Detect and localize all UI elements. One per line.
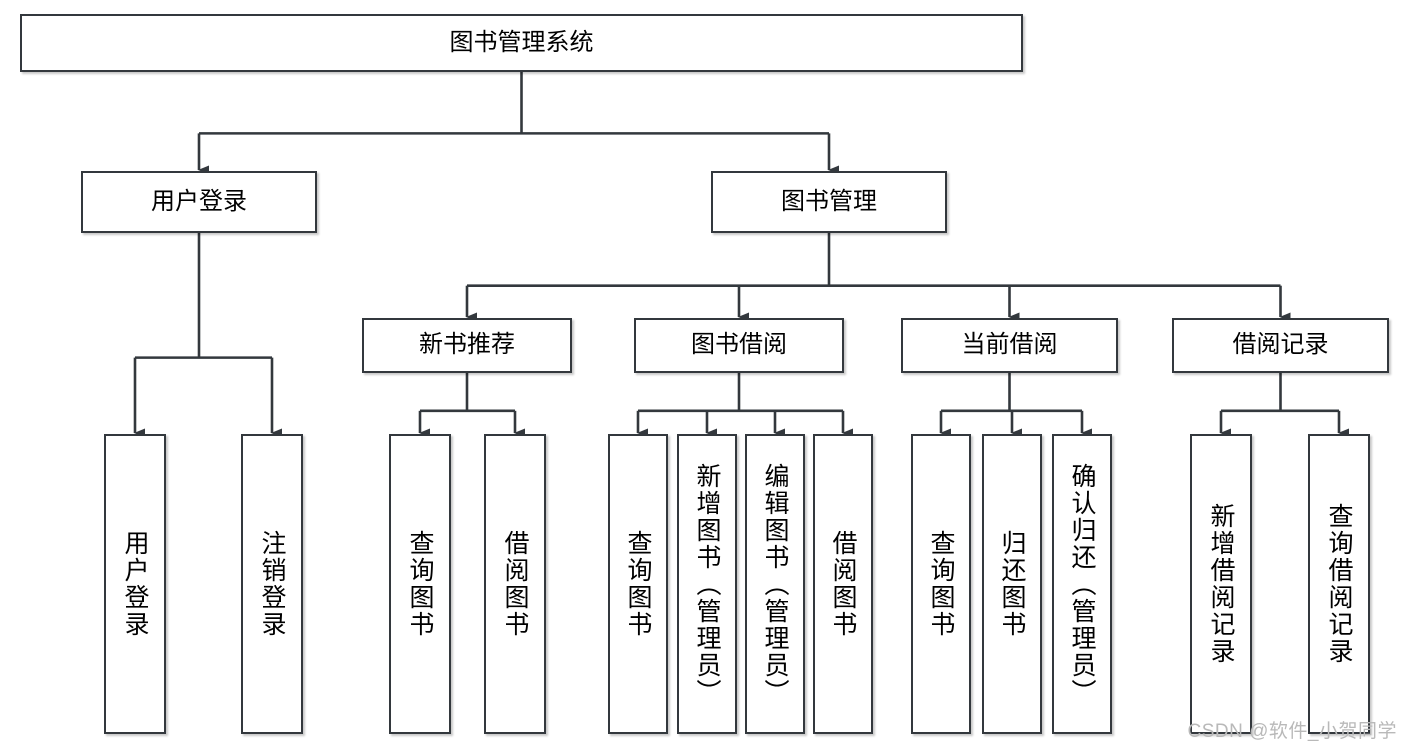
- node-label: 用户登录: [121, 530, 149, 638]
- node-leaf-return-book[interactable]: 归还图书: [982, 434, 1042, 734]
- node-label: 注销登录: [258, 530, 286, 638]
- node-leaf-edit-book[interactable]: 编辑图书（管理员）: [745, 434, 805, 734]
- node-label: 查询图书: [624, 530, 652, 638]
- node-label: 确认归还（管理员）: [1068, 462, 1096, 706]
- node-label: 借阅图书: [829, 530, 857, 638]
- node-label: 图书借阅: [691, 331, 787, 359]
- node-label: 新增借阅记录: [1207, 503, 1235, 665]
- node-label: 图书管理: [781, 187, 877, 215]
- node-label: 用户登录: [151, 187, 247, 215]
- node-root[interactable]: 图书管理系统: [20, 14, 1023, 72]
- node-label: 查询借阅记录: [1325, 503, 1353, 665]
- node-user-login[interactable]: 用户登录: [81, 171, 317, 233]
- node-leaf-borrow-book-2[interactable]: 借阅图书: [813, 434, 873, 734]
- node-leaf-add-record[interactable]: 新增借阅记录: [1190, 434, 1252, 734]
- node-leaf-add-book[interactable]: 新增图书（管理员）: [677, 434, 737, 734]
- node-new-book-recommend[interactable]: 新书推荐: [362, 318, 572, 373]
- node-label: 图书管理系统: [449, 28, 594, 56]
- node-book-borrow[interactable]: 图书借阅: [634, 318, 844, 373]
- node-leaf-borrow-book-1[interactable]: 借阅图书: [484, 434, 546, 734]
- node-label: 新增图书（管理员）: [693, 462, 721, 706]
- node-leaf-confirm-return[interactable]: 确认归还（管理员）: [1052, 434, 1112, 734]
- watermark-text: CSDN @软件_小贺同学: [1187, 721, 1397, 742]
- node-label: 查询图书: [927, 530, 955, 638]
- node-leaf-logout[interactable]: 注销登录: [241, 434, 303, 734]
- node-label: 新书推荐: [419, 331, 515, 359]
- node-label: 查询图书: [406, 530, 434, 638]
- node-current-borrow[interactable]: 当前借阅: [901, 318, 1118, 373]
- node-leaf-query-book-1[interactable]: 查询图书: [389, 434, 451, 734]
- node-leaf-query-book-3[interactable]: 查询图书: [911, 434, 971, 734]
- node-book-manage[interactable]: 图书管理: [711, 171, 947, 233]
- node-label: 编辑图书（管理员）: [761, 462, 789, 706]
- node-label: 借阅图书: [501, 530, 529, 638]
- node-label: 借阅记录: [1232, 331, 1329, 359]
- node-label: 归还图书: [998, 530, 1026, 638]
- node-leaf-user-login[interactable]: 用户登录: [104, 434, 166, 734]
- node-label: 当前借阅: [961, 331, 1058, 359]
- node-leaf-query-record[interactable]: 查询借阅记录: [1308, 434, 1370, 734]
- node-borrow-record[interactable]: 借阅记录: [1172, 318, 1389, 373]
- node-leaf-query-book-2[interactable]: 查询图书: [608, 434, 668, 734]
